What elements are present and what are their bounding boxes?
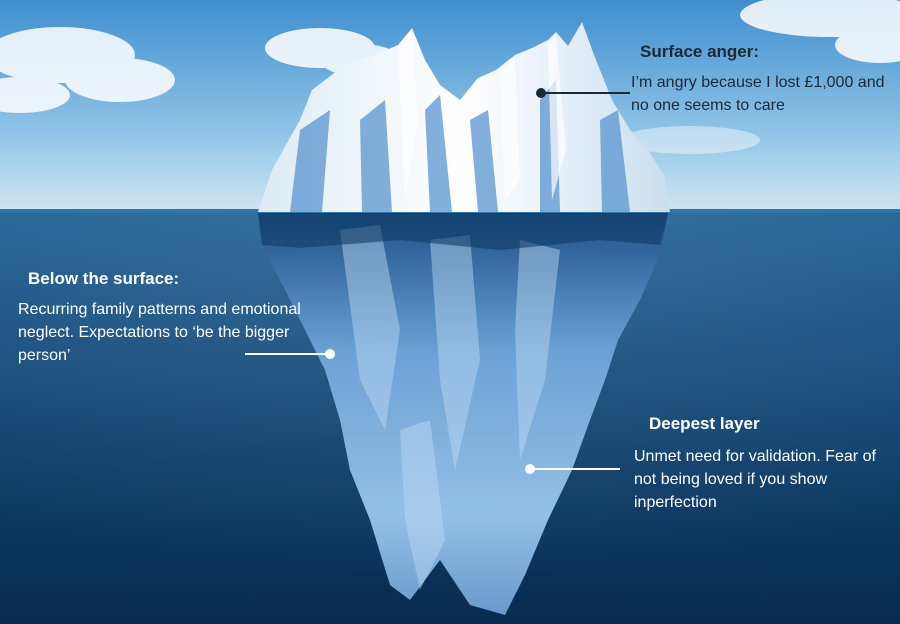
iceberg-underwater [258, 213, 668, 615]
below-surface-title: Below the surface: [28, 269, 180, 288]
below-surface-text: Recurring family patterns and emotional … [18, 301, 301, 364]
surface-anger-text: I’m angry because I lost £1,000 and no o… [631, 74, 885, 114]
iceberg-above-shadows [290, 80, 630, 212]
deep-connector-dot [525, 464, 535, 474]
iceberg-highlights [398, 30, 566, 200]
deepest-layer-text: Unmet need for validation. Fear of not b… [634, 448, 876, 511]
surface-anger-title: Surface anger: [640, 42, 760, 61]
iceberg-waterline-shadow [258, 213, 668, 250]
iceberg-underwater-facets [340, 225, 560, 590]
surface-connector-dot [536, 88, 546, 98]
below-connector-dot [325, 349, 335, 359]
deepest-layer-title: Deepest layer [649, 414, 760, 433]
